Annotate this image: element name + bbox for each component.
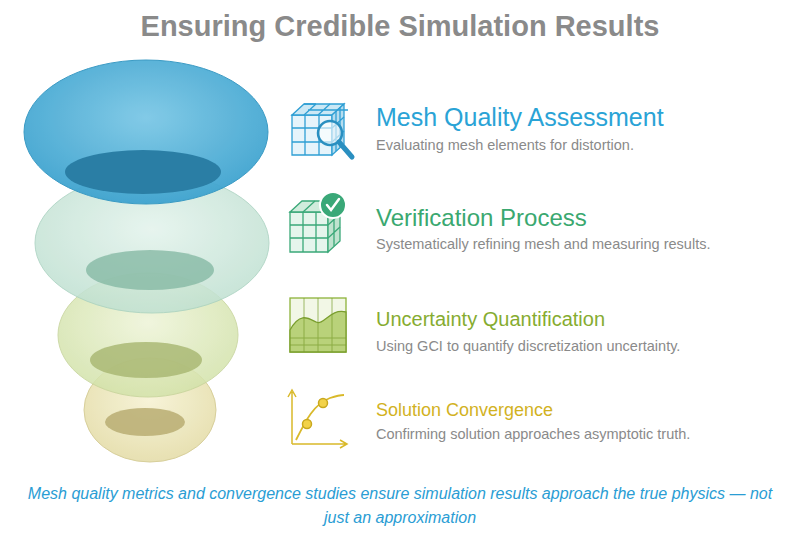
step-description: Evaluating mesh elements for distortion. bbox=[376, 137, 634, 153]
funnel-layers bbox=[24, 60, 269, 462]
verification-icon bbox=[290, 192, 346, 252]
convergence-icon bbox=[288, 390, 347, 448]
uncertainty-icon bbox=[290, 298, 346, 352]
step-description: Using GCI to quantify discretization unc… bbox=[376, 338, 680, 354]
step-heading: Verification Process bbox=[376, 204, 587, 232]
step-description: Systematically refining mesh and measuri… bbox=[376, 236, 710, 252]
step-heading: Mesh Quality Assessment bbox=[376, 103, 664, 132]
diagram-caption: Mesh quality metrics and convergence stu… bbox=[20, 482, 780, 530]
mesh-icon bbox=[292, 104, 352, 157]
step-heading: Solution Convergence bbox=[376, 400, 553, 421]
step-heading: Uncertainty Quantification bbox=[376, 308, 605, 331]
diagram-title: Ensuring Credible Simulation Results bbox=[141, 10, 660, 43]
step-description: Confirming solution approaches asymptoti… bbox=[376, 426, 690, 442]
